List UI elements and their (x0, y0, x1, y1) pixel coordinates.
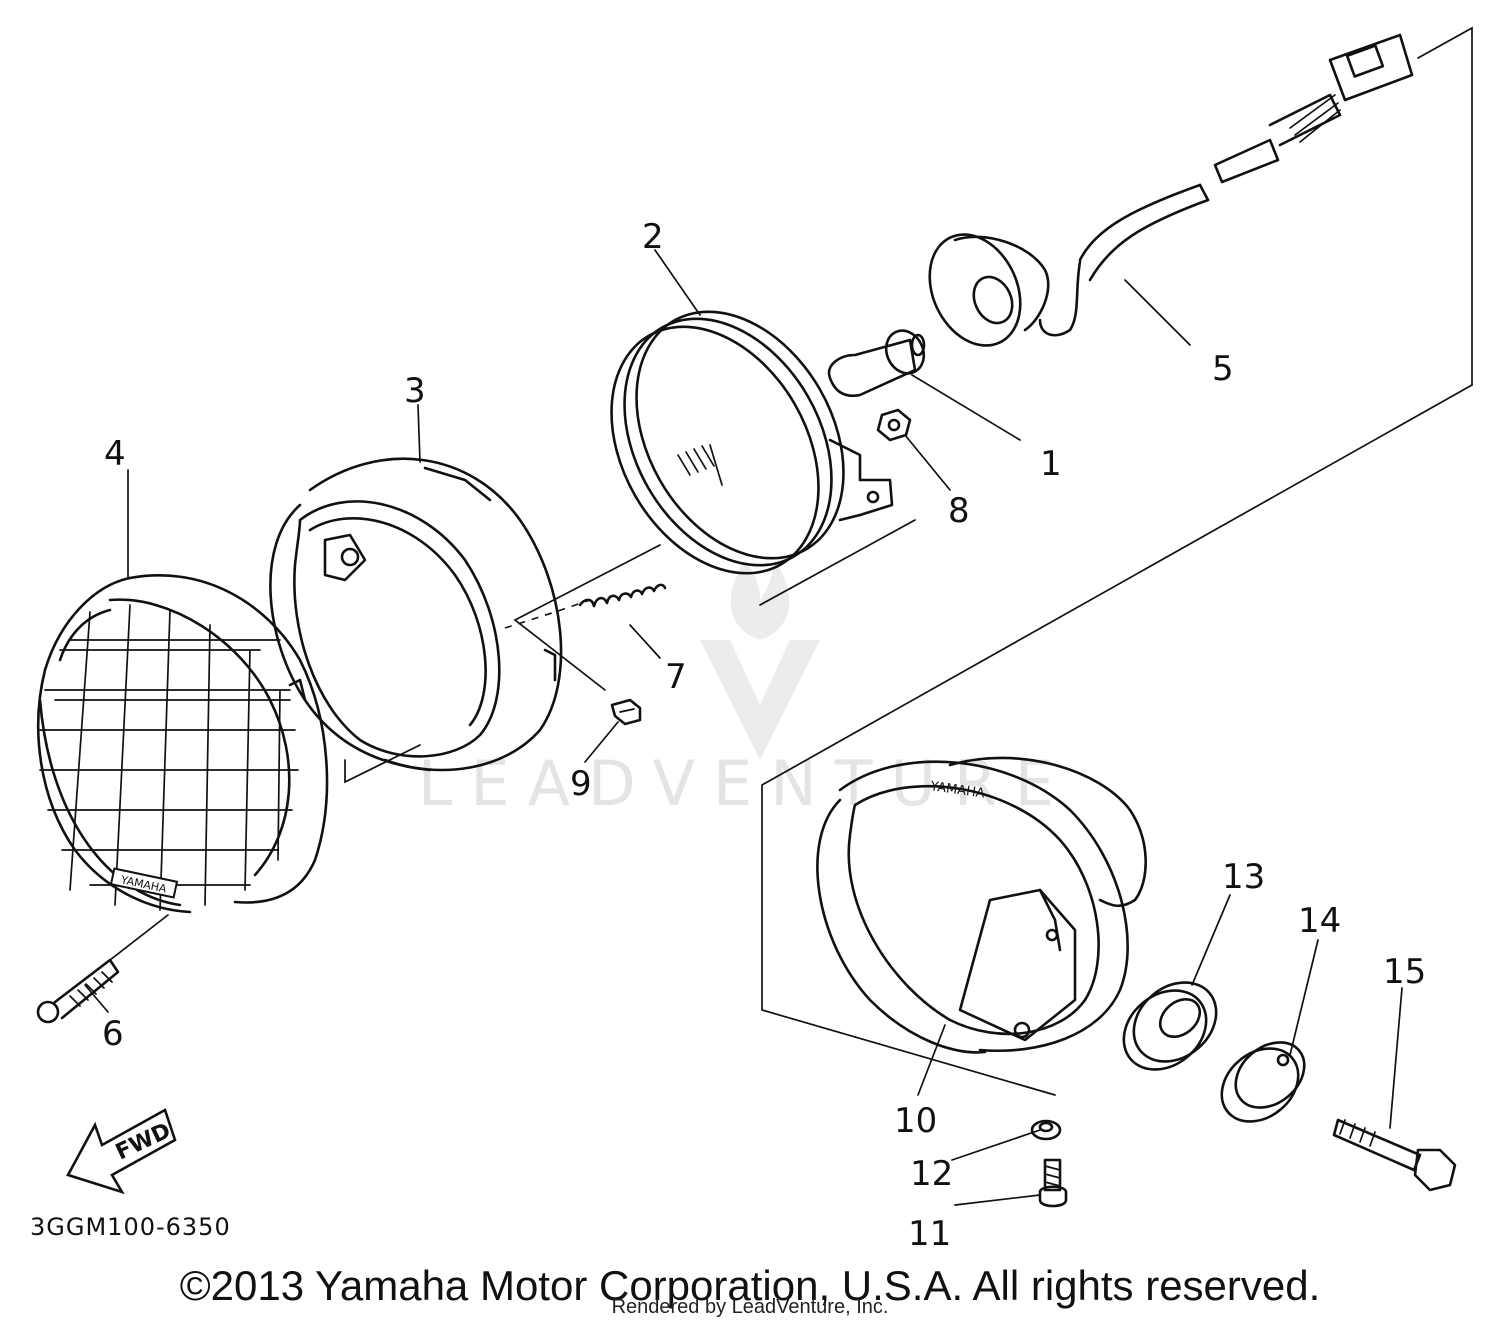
part-6-screw (36, 958, 120, 1024)
callout-5: 5 (1212, 349, 1234, 389)
callout-11: 11 (908, 1214, 951, 1254)
copyright-notice: ©2013 Yamaha Motor Corporation, U.S.A. A… (179, 1262, 1321, 1309)
callout-9: 9 (570, 764, 592, 804)
callout-13: 13 (1222, 857, 1265, 897)
callout-10: 10 (894, 1101, 937, 1141)
part-4-grille-guard: YAMAHA (36, 574, 329, 914)
part-9-screw (610, 698, 642, 726)
callout-12: 12 (910, 1154, 953, 1194)
callout-4: 4 (104, 434, 126, 474)
part-11-screw (1038, 1158, 1068, 1208)
part-3-headlight-rim (269, 457, 563, 772)
part-15-bolt (1332, 1118, 1457, 1192)
callout-1: 1 (1040, 444, 1062, 484)
part-5-socket-harness (928, 33, 1414, 347)
part-13-grommet (1122, 981, 1218, 1071)
part-14-cover (1220, 1041, 1306, 1123)
fwd-direction-arrow: FWD (66, 1108, 177, 1195)
rendered-by-notice: Rendered by LeadVenture, Inc. (611, 1296, 889, 1318)
callouts: 1 2 3 4 5 6 7 8 9 10 11 12 13 14 15 (102, 217, 1426, 1254)
watermark-text: LEADVENTURE (418, 747, 1072, 820)
part-7-spring (578, 583, 667, 608)
part-12-washer (1030, 1119, 1062, 1141)
callout-15: 15 (1383, 952, 1426, 992)
callout-7: 7 (665, 657, 687, 697)
part-2-lens-unit (610, 310, 894, 575)
watermark: LEADVENTURE (418, 560, 1072, 820)
callout-6: 6 (102, 1014, 124, 1054)
callout-14: 14 (1298, 901, 1341, 941)
callout-3: 3 (404, 371, 426, 411)
callout-8: 8 (948, 491, 970, 531)
diagram-code: 3GGM100-6350 (30, 1213, 231, 1241)
part-1-bulb (827, 329, 926, 398)
leader-lines (84, 249, 1403, 1206)
assembly-guide-lines (344, 26, 1473, 1096)
callout-2: 2 (642, 217, 664, 257)
